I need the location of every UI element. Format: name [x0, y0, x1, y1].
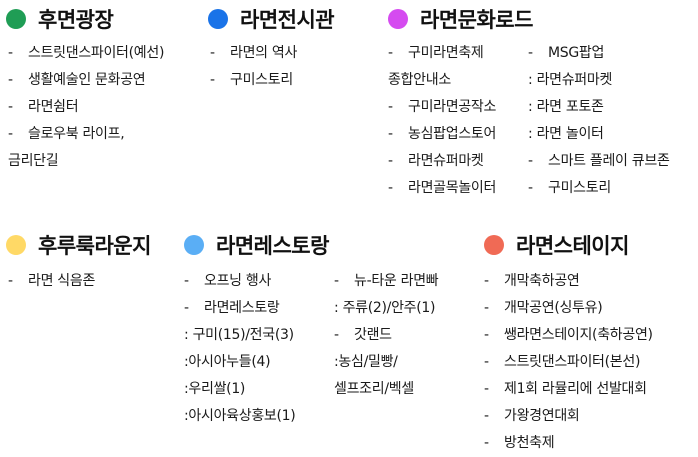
list-item: :아시아누들(4)	[184, 354, 271, 370]
list-item: 개막공연(싱투유)	[484, 295, 653, 322]
zone-ramen-stage: 라면스테이지	[484, 230, 629, 260]
list-item: 구미라면공작소	[388, 94, 496, 121]
zone-ramen-culture-road-list-2: MSG팝업 : 라면슈퍼마켓 : 라면 포토존 : 라면 놀이터스마트 플레이 큐브존…	[528, 40, 670, 202]
list-item: 구미스토리	[528, 175, 670, 202]
zone-title: 라면전시관	[240, 8, 335, 32]
list-item: 구미라면축제	[388, 40, 496, 67]
list-item: 방천축제	[484, 430, 653, 457]
list-item: 라면레스토랑	[184, 295, 295, 322]
zone-header: 후면광장	[6, 4, 114, 34]
list-item: 스마트 플레이 큐브존	[528, 148, 670, 175]
list-item: 개막축하공연	[484, 268, 653, 295]
zone-header: 라면레스토랑	[184, 230, 329, 260]
zone-header: 라면전시관	[208, 4, 335, 34]
zone-ramen-exhibition-list: 라면의 역사구미스토리	[210, 40, 297, 94]
zone-header: 후루룩라운지	[6, 230, 151, 260]
list-item: 스트릿댄스파이터(예선)	[8, 40, 164, 67]
green-dot-icon	[6, 9, 26, 29]
list-item: :농심/밀빵/	[334, 354, 398, 370]
list-item: : 라면슈퍼마켓	[528, 72, 613, 88]
list-item: : 구미(15)/전국(3)	[184, 327, 294, 343]
list-item: 뉴-타운 라면빠	[334, 268, 439, 295]
zone-ramen-culture-road: 라면문화로드	[388, 4, 533, 34]
yellow-dot-icon	[6, 235, 26, 255]
list-item: 가왕경연대회	[484, 403, 653, 430]
zone-ramen-restaurant-list-2: 뉴-타운 라면빠 : 주류(2)/안주(1) 갓랜드 :농심/밀빵/셀프조리/벡셀	[334, 268, 439, 403]
zone-title: 라면문화로드	[420, 8, 533, 32]
list-item: 라면쉼터	[8, 94, 164, 121]
list-item: 라면골목놀이터	[388, 175, 496, 202]
red-dot-icon	[484, 235, 504, 255]
zone-title: 라면레스토랑	[216, 234, 329, 258]
list-item: : 라면 놀이터	[528, 126, 604, 142]
list-item: 셀프조리/벡셀	[334, 381, 414, 397]
zone-header: 라면스테이지	[484, 230, 629, 260]
light-blue-dot-icon	[184, 235, 204, 255]
list-item: :아시아육상홍보(1)	[184, 408, 296, 424]
zone-title: 라면스테이지	[516, 234, 629, 258]
zone-slurp-lounge-list: 라면 식음존	[8, 268, 95, 295]
zone-ramen-restaurant-list-1: 오프닝 행사라면레스토랑 : 구미(15)/전국(3) :아시아누들(4) :우리쌀(…	[184, 268, 296, 430]
list-item: 오프닝 행사	[184, 268, 295, 295]
list-item: 라면슈퍼마켓	[388, 148, 496, 175]
list-item: 생활예술인 문화공연	[8, 67, 164, 94]
zone-title: 후면광장	[38, 8, 114, 32]
list-item: : 라면 포토존	[528, 99, 604, 115]
list-item: 라면의 역사	[210, 40, 297, 67]
zone-title: 후루룩라운지	[38, 234, 151, 258]
zone-ramen-exhibition: 라면전시관	[208, 4, 335, 34]
list-item: 슬로우북 라이프,	[8, 121, 164, 148]
list-item: 스트릿댄스파이터(본선)	[484, 349, 653, 376]
zone-ramen-stage-list: 개막축하공연개막공연(싱투유)쌩라면스테이지(축하공연)스트릿댄스파이터(본선)…	[484, 268, 653, 457]
blue-dot-icon	[208, 9, 228, 29]
list-item: 종합안내소	[388, 72, 451, 88]
zone-ramen-culture-road-list-1: 구미라면축제종합안내소구미라면공작소농심팝업스토어라면슈퍼마켓라면골목놀이터	[388, 40, 496, 202]
list-item: :우리쌀(1)	[184, 381, 246, 397]
zone-ramen-restaurant: 라면레스토랑	[184, 230, 329, 260]
list-item: 농심팝업스토어	[388, 121, 496, 148]
list-item: 갓랜드	[334, 322, 438, 349]
zone-header: 라면문화로드	[388, 4, 533, 34]
zone-rear-plaza-list: 스트릿댄스파이터(예선)생활예술인 문화공연라면쉼터슬로우북 라이프, 금리단길	[8, 40, 164, 175]
list-item: : 주류(2)/안주(1)	[334, 300, 436, 316]
list-item: 제1회 라뮬리에 선발대회	[484, 376, 653, 403]
list-item: MSG팝업	[528, 40, 670, 67]
list-item: 쌩라면스테이지(축하공연)	[484, 322, 653, 349]
list-item: 라면 식음존	[8, 268, 95, 295]
list-item: 구미스토리	[210, 67, 297, 94]
zone-rear-plaza: 후면광장	[6, 4, 114, 34]
purple-dot-icon	[388, 9, 408, 29]
list-item: 금리단길	[8, 153, 59, 169]
zone-slurp-lounge: 후루룩라운지	[6, 230, 151, 260]
